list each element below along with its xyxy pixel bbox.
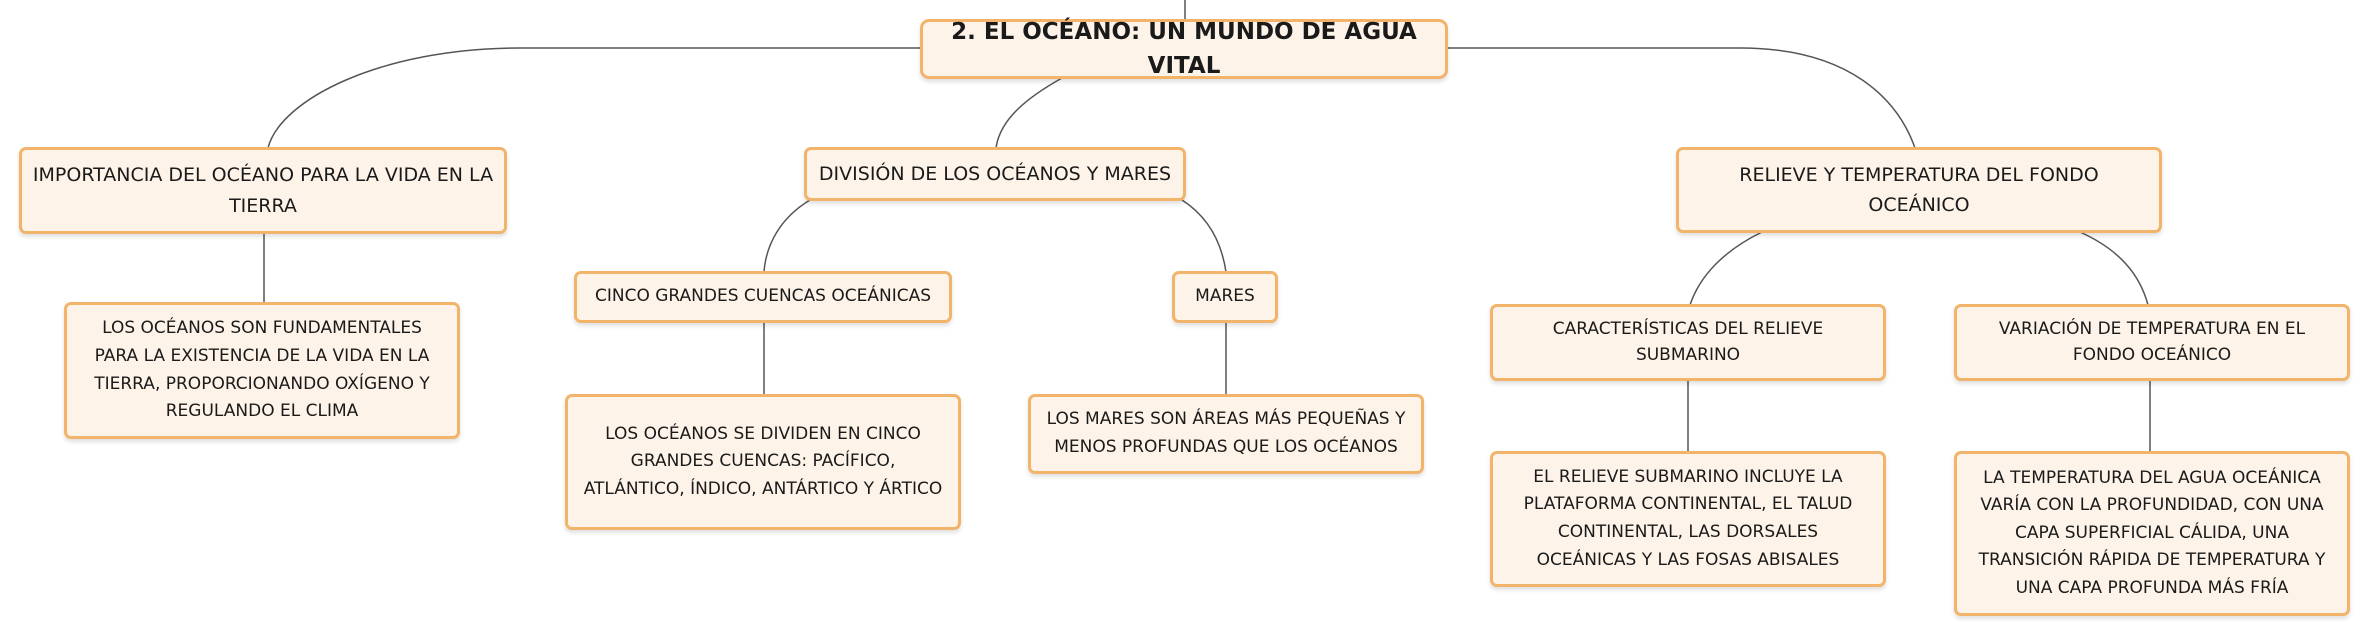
subtopic-label: CINCO GRANDES CUENCAS OCEÁNICAS — [594, 286, 932, 307]
connector-relieve-to-caracteristicas — [1689, 231, 1763, 306]
topic-division-de-oceanos-y-mares[interactable]: DIVISIÓN DE LOS OCÉANOS Y MARES — [804, 147, 1186, 201]
connector-root-to-importancia — [267, 47, 922, 149]
detail-text: LOS OCÉANOS SON FUNDAMENTALES PARA LA EX… — [94, 318, 430, 422]
connector-root-to-relieve — [1448, 47, 1916, 149]
subtopic-caracteristicas-relieve[interactable]: CARACTERÍSTICAS DEL RELIEVE SUBMARINO — [1490, 304, 1886, 381]
topic-label: DIVISIÓN DE LOS OCÉANOS Y MARES — [818, 162, 1172, 185]
connector-relieve-to-variacion — [2079, 231, 2149, 306]
detail-importancia-del-oceano[interactable]: LOS OCÉANOS SON FUNDAMENTALES PARA LA EX… — [64, 302, 460, 439]
topic-label: IMPORTANCIA DEL OCÉANO PARA LA VIDA EN L… — [32, 164, 494, 217]
subtopic-label: VARIACIÓN DE TEMPERATURA EN EL FONDO OCE… — [1998, 319, 2306, 365]
connector-division-to-cuencas — [763, 199, 811, 273]
detail-caracteristicas-relieve[interactable]: EL RELIEVE SUBMARINO INCLUYE LA PLATAFOR… — [1490, 451, 1886, 587]
detail-text: LOS OCÉANOS SE DIVIDEN EN CINCO GRANDES … — [583, 423, 943, 499]
detail-text: EL RELIEVE SUBMARINO INCLUYE LA PLATAFOR… — [1523, 466, 1853, 570]
connector-division-to-mares — [1181, 199, 1227, 273]
detail-mares[interactable]: LOS MARES SON ÁREAS MÁS PEQUEÑAS Y MENOS… — [1028, 394, 1424, 474]
subtopic-cinco-grandes-cuencas[interactable]: CINCO GRANDES CUENCAS OCEÁNICAS — [574, 271, 952, 323]
subtopic-label: MARES — [1195, 286, 1255, 307]
root-title: 2. EL OCÉANO: UN MUNDO DE AGUA VITAL — [951, 18, 1417, 80]
detail-text: LA TEMPERATURA DEL AGUA OCEÁNICA VARÍA C… — [1978, 467, 2326, 598]
topic-relieve-y-temperatura[interactable]: RELIEVE Y TEMPERATURA DEL FONDO OCEÁNICO — [1676, 147, 2162, 233]
subtopic-label: CARACTERÍSTICAS DEL RELIEVE SUBMARINO — [1552, 319, 1824, 365]
connector-root-to-division — [995, 77, 1063, 149]
subtopic-mares[interactable]: MARES — [1172, 271, 1278, 323]
detail-cinco-grandes-cuencas[interactable]: LOS OCÉANOS SE DIVIDEN EN CINCO GRANDES … — [565, 394, 961, 530]
subtopic-variacion-temperatura[interactable]: VARIACIÓN DE TEMPERATURA EN EL FONDO OCE… — [1954, 304, 2350, 381]
topic-label: RELIEVE Y TEMPERATURA DEL FONDO OCEÁNICO — [1739, 163, 2099, 216]
detail-text: LOS MARES SON ÁREAS MÁS PEQUEÑAS Y MENOS… — [1046, 409, 1406, 457]
detail-variacion-temperatura[interactable]: LA TEMPERATURA DEL AGUA OCEÁNICA VARÍA C… — [1954, 451, 2350, 616]
topic-importancia-del-oceano[interactable]: IMPORTANCIA DEL OCÉANO PARA LA VIDA EN L… — [19, 147, 507, 234]
root-topic[interactable]: 2. EL OCÉANO: UN MUNDO DE AGUA VITAL — [920, 19, 1448, 79]
